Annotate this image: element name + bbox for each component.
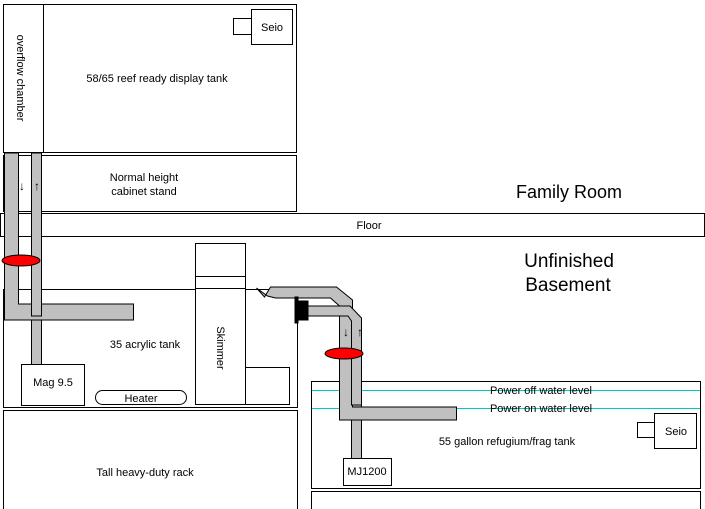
mag-return-pipe — [31, 314, 42, 366]
bulkhead-fitting — [297, 300, 309, 321]
seio-top-nozzle — [233, 18, 252, 35]
seio-top-label: Seio — [261, 22, 283, 34]
floor-label: Floor — [356, 220, 381, 232]
family-room-label: Family Room — [516, 182, 622, 202]
cabinet-stand — [3, 155, 297, 212]
skimmer-label: Skimmer — [214, 326, 226, 370]
overflow-return-pipe — [31, 152, 42, 317]
rack-label: Tall heavy-duty rack — [96, 467, 194, 479]
heater-label: Heater — [124, 393, 157, 405]
mag-9-5-label: Mag 9.5 — [33, 377, 73, 389]
mj1200-pump — [343, 458, 392, 486]
seio-bottom-nozzle — [637, 422, 655, 438]
drain-valve — [1, 254, 41, 267]
refugium-stand — [311, 491, 701, 509]
refugium-valve — [324, 347, 364, 360]
skimmer-pump — [245, 367, 290, 405]
bulkhead-flange — [294, 296, 299, 324]
refugium-drain-pipe — [256, 286, 457, 421]
acrylic-tank-label: 35 acrylic tank — [110, 339, 181, 351]
refugium-label: 55 gallon refugium/frag tank — [439, 436, 576, 448]
heater — [95, 390, 187, 405]
flow-up-arrow-lower: ↑ — [357, 325, 363, 339]
flow-down-arrow-lower: ↓ — [343, 325, 349, 339]
overflow-chamber-label: overflow chamber — [14, 35, 26, 122]
power-on-label: Power on water level — [490, 403, 592, 415]
seio-bottom-label: Seio — [665, 426, 687, 438]
stand-label-line1: Normal height — [110, 172, 178, 184]
mj1200-label: MJ1200 — [347, 466, 386, 478]
skimmer-collar — [195, 276, 246, 289]
seio-top-pump — [251, 9, 293, 45]
basement-label-line1: Unfinished — [524, 251, 614, 272]
power-off-label: Power off water level — [490, 385, 592, 397]
basement-label-line2: Basement — [525, 275, 611, 296]
flow-up-arrow-upper: ↑ — [34, 179, 40, 193]
heavy-duty-rack — [3, 410, 298, 509]
seio-bottom-pump — [654, 413, 697, 449]
flow-down-arrow-upper: ↓ — [19, 179, 25, 193]
stand-label-line2: cabinet stand — [111, 186, 176, 198]
floor — [0, 213, 705, 237]
mag-9-5-pump — [21, 364, 85, 406]
overflow-chamber — [3, 4, 44, 153]
skimmer-cup — [195, 243, 246, 277]
display-tank-label: 58/65 reef ready display tank — [86, 73, 228, 85]
skimmer-body — [195, 288, 246, 405]
overflow-drain-pipe — [4, 152, 134, 321]
